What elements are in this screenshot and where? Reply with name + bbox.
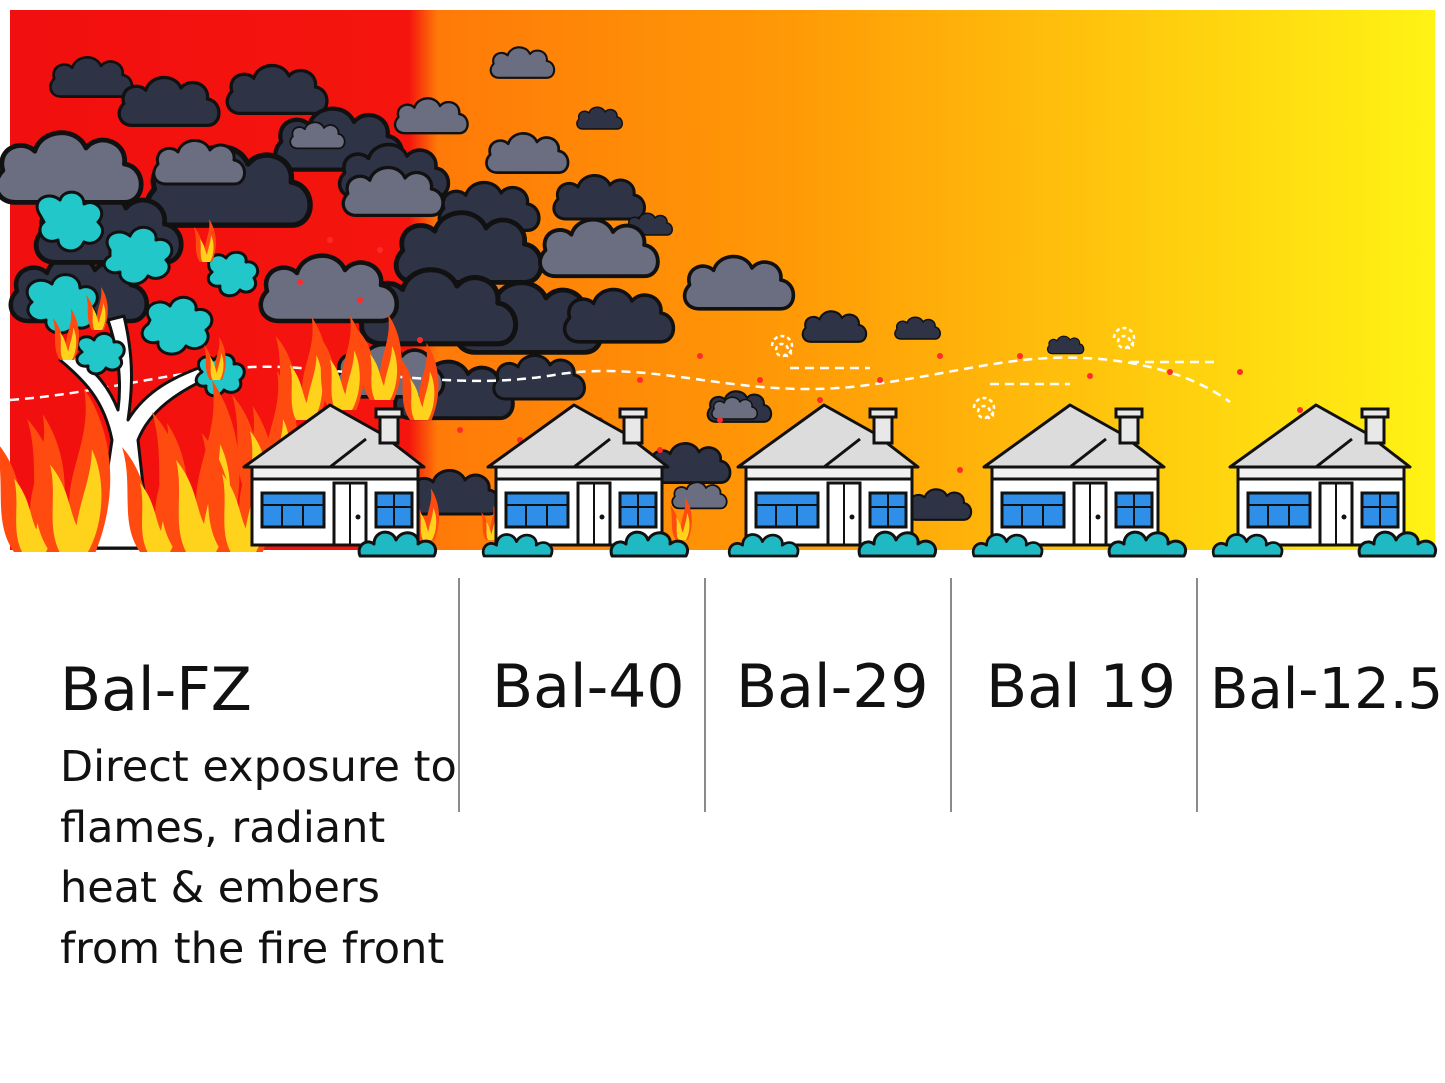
zone-label-bal-12-5: Bal-12.5 [1210, 657, 1444, 722]
ember-icon [297, 237, 1303, 523]
zone-label-bal-40: Bal-40 [492, 652, 685, 722]
zone-divider [950, 578, 952, 812]
zone-divider [458, 578, 460, 812]
bushfire-attack-illustration [0, 10, 1438, 558]
zone-label-bal-fz: Bal-FZ [60, 655, 252, 725]
zone-divider [704, 578, 706, 812]
zone-description-bal-fz: Direct exposure to flames, radiant heat … [60, 742, 457, 974]
zone-label-bal-29: Bal-29 [736, 652, 929, 722]
zone-divider [1196, 578, 1198, 812]
zone-label-bal-19: Bal 19 [986, 652, 1177, 722]
